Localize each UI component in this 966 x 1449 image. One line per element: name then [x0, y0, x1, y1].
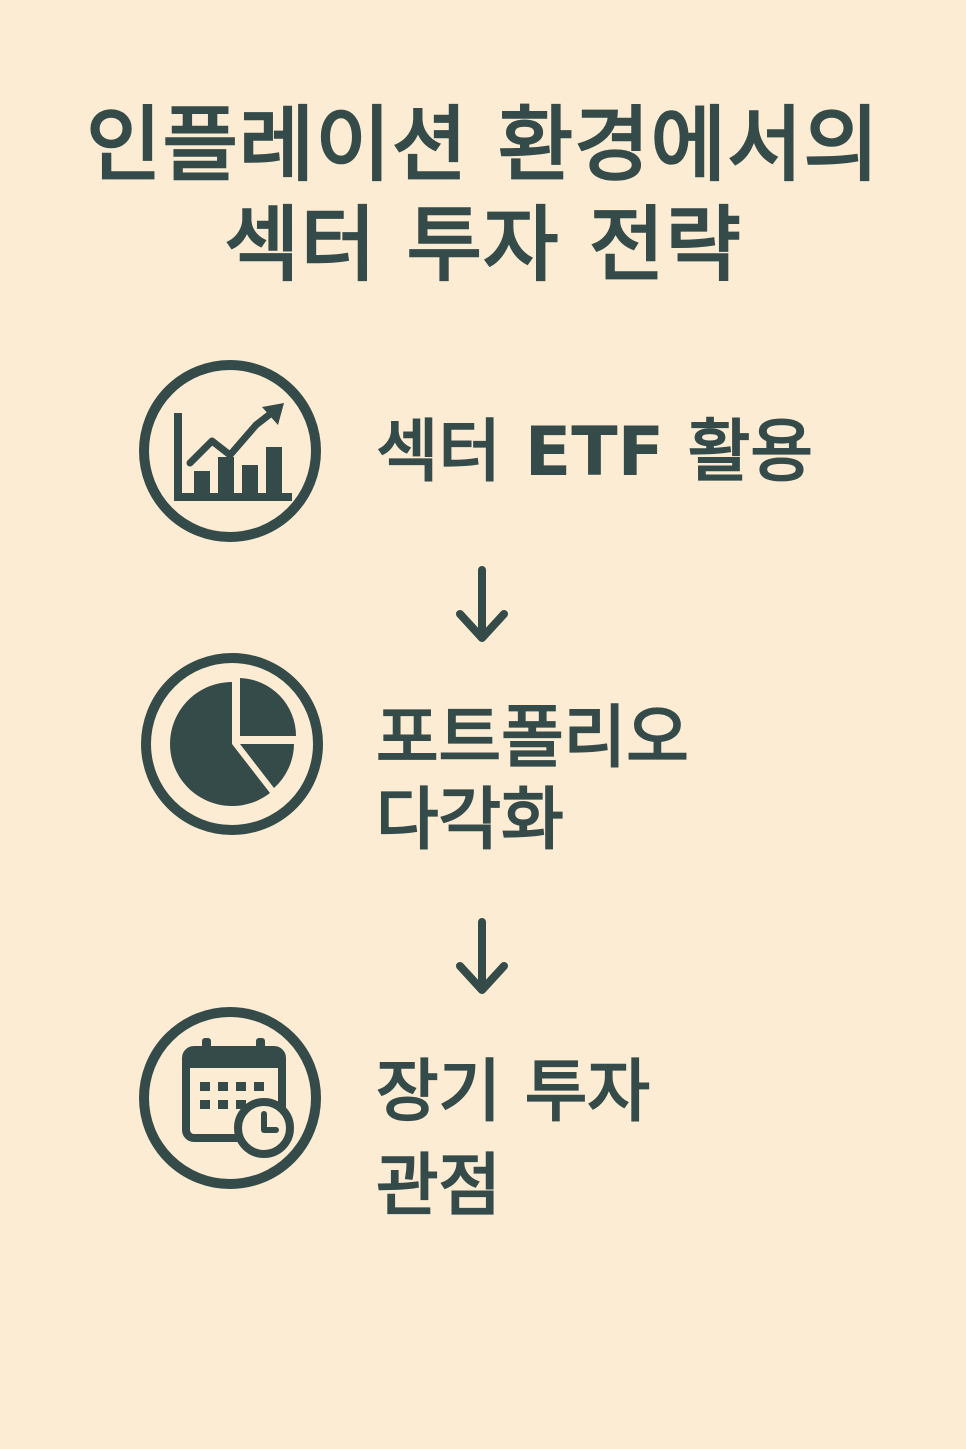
pie-chart-icon [140, 652, 324, 836]
arrow-down-icon [452, 918, 512, 998]
growth-chart-icon [138, 359, 322, 543]
step-label: 장기 투자 [376, 1053, 650, 1132]
step-label: 다각화 [376, 781, 564, 860]
title-line-2: 섹터 투자 전략 [224, 198, 742, 293]
step-label: 포트폴리오 [376, 699, 689, 778]
arrow-down-icon [452, 566, 512, 646]
step-label: 관점 [376, 1147, 502, 1226]
calendar-clock-icon [138, 1006, 322, 1190]
title-line-1: 인플레이션 환경에서의 [86, 98, 880, 193]
step-label: 섹터 ETF 활용 [376, 413, 813, 492]
